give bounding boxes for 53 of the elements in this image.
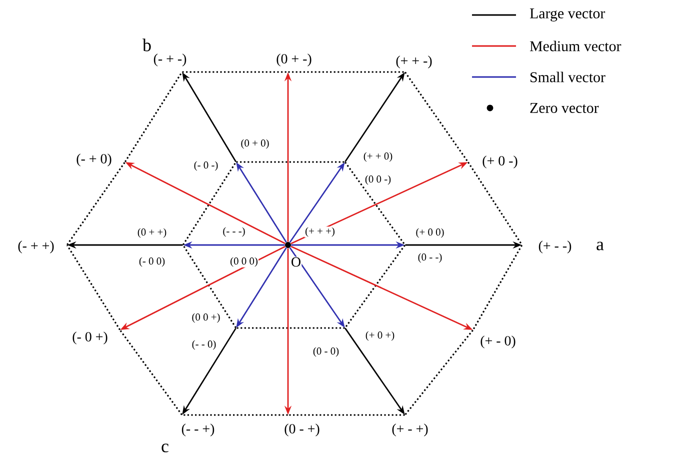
vertex-label: (0 - +) (284, 423, 320, 437)
vertex-label: (+ 0 +) (364, 330, 396, 342)
hexagon-edge (124, 72, 183, 162)
hexagon-edge (467, 162, 523, 246)
vertex-label: (- 0 0) (138, 256, 166, 268)
hexagon-edge (182, 71, 288, 73)
vertex-label: (- 0 -) (193, 160, 219, 172)
vertex-label: (- + 0) (76, 153, 112, 167)
hexagon-edge (344, 244, 406, 328)
vertex-label: (0 - 0) (312, 346, 340, 358)
hexagon-edge (404, 330, 474, 416)
vertex-label: (+ - +) (391, 423, 429, 437)
hexagon-edge (236, 161, 345, 163)
hexagon-edge (472, 244, 523, 330)
legend-entry: Large vector (472, 8, 606, 22)
legend-entry: Zero vector (486, 103, 599, 113)
vertex-label: (0 + +) (136, 228, 168, 238)
vertex-label: (+ 0 0) (415, 228, 445, 238)
hexagon-edge (182, 414, 288, 416)
hexagon-edge (66, 244, 121, 330)
legend-entry: Small vector (472, 72, 606, 82)
vertex-label: (0 0 -) (364, 174, 392, 186)
vertex-label: (+ - 0) (480, 335, 516, 349)
axis-label: b (142, 38, 151, 52)
hexagon-edge (182, 244, 237, 328)
hexagon-edge (120, 330, 182, 416)
vertex-label: (- - 0) (191, 340, 217, 350)
vertex-label: (- - +) (180, 423, 216, 437)
vertex-label: (0 - -) (417, 252, 443, 264)
hexagon-edge (182, 162, 237, 246)
vertex-label: (- + +) (17, 240, 55, 254)
hexagon-edge (404, 72, 469, 162)
hexagon-edge (288, 414, 405, 416)
vertex-label: (0 0 0) (229, 256, 259, 268)
vertex-label: (0 + 0) (240, 138, 270, 150)
vertex-label: (+ 0 -) (482, 155, 518, 169)
vertex-label: (- - -) (222, 226, 246, 238)
axis-label: a (596, 242, 604, 250)
hexagon-edge (66, 162, 126, 246)
vertex-label: (- + -) (152, 53, 188, 67)
vertex-label: (0 0 +) (191, 312, 221, 324)
vertex-label: (+ + +) (304, 226, 336, 238)
axis-label: c (162, 444, 168, 452)
hexagon-edge (288, 71, 405, 73)
hexagon-edge (236, 327, 345, 329)
vertex-label: (+ + 0) (362, 152, 394, 162)
legend-entry: Medium vector (472, 40, 622, 52)
vertex-label: (0 + -) (276, 53, 312, 67)
origin-label: O (290, 256, 302, 268)
vertex-label: (+ + -) (395, 55, 433, 69)
vertex-label: (- 0 +) (72, 331, 108, 345)
vertex-label: (+ - -) (538, 240, 572, 254)
hexagon-edge (344, 162, 406, 246)
